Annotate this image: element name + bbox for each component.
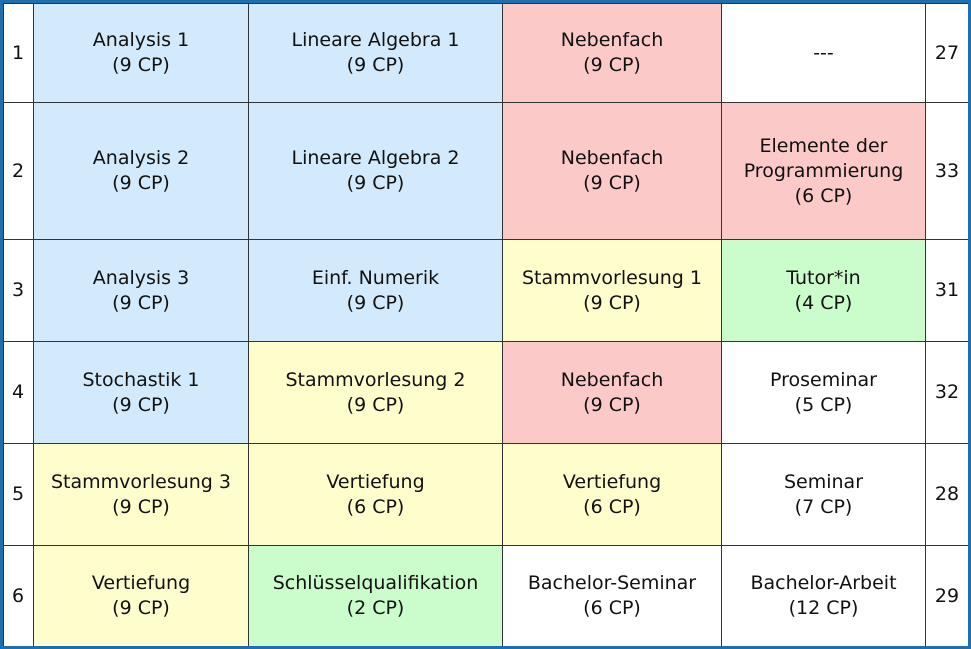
module-cell: Lineare Algebra 2 (9 CP)	[248, 102, 503, 240]
module-title: Nebenfach	[560, 368, 664, 391]
module-credits: (9 CP)	[583, 393, 641, 416]
module-title: Nebenfach	[560, 29, 664, 51]
module-cell: Seminar (7 CP)	[721, 443, 926, 546]
module-title: Seminar	[783, 470, 864, 493]
semester-total-cp: 32	[925, 341, 968, 444]
semester-row-3: 3 Analysis 3 (9 CP) Einf. Numerik (9 CP)…	[3, 239, 968, 342]
empty-placeholder: ---	[813, 41, 834, 64]
semester-number: 4	[3, 341, 34, 444]
module-credits: (7 CP)	[794, 495, 853, 518]
semester-number: 6	[3, 545, 34, 646]
module-cell: Vertiefung (9 CP)	[33, 545, 249, 646]
module-title: Vertiefung	[91, 572, 191, 594]
module-title: Lineare Algebra 2	[291, 147, 460, 169]
semester-row-5: 5 Stammvorlesung 3 (9 CP) Vertiefung (6 …	[3, 443, 968, 546]
module-credits: (6 CP)	[583, 495, 641, 518]
module-credits: (5 CP)	[794, 393, 853, 416]
module-cell: Nebenfach (9 CP)	[502, 341, 722, 444]
module-credits: (9 CP)	[583, 291, 641, 314]
semester-number: 3	[3, 239, 34, 342]
module-cell: Bachelor-Seminar (6 CP)	[502, 545, 722, 646]
module-title: Analysis 3	[92, 266, 190, 289]
module-cell: Analysis 3 (9 CP)	[33, 239, 249, 342]
module-credits: (2 CP)	[346, 597, 405, 619]
module-title: Einf. Numerik	[311, 266, 440, 289]
module-title-continued: Programmierung	[743, 159, 904, 182]
module-title: Bachelor-Arbeit	[750, 572, 897, 594]
module-credits: (9 CP)	[346, 54, 405, 76]
semester-row-4: 4 Stochastik 1 (9 CP) Stammvorlesung 2 (…	[3, 341, 968, 444]
semester-total-cp: 33	[925, 102, 968, 240]
module-title: Bachelor-Seminar	[527, 572, 697, 594]
semester-row-2: 2 Analysis 2 (9 CP) Lineare Algebra 2 (9…	[3, 102, 968, 240]
module-credits: (9 CP)	[583, 54, 641, 76]
module-title: Stammvorlesung 1	[522, 266, 702, 289]
module-cell: Stammvorlesung 3 (9 CP)	[33, 443, 249, 546]
module-cell: Tutor*in (4 CP)	[721, 239, 926, 342]
semester-row-6: 6 Vertiefung (9 CP) Schlüsselqualifikati…	[3, 545, 968, 646]
semester-number: 5	[3, 443, 34, 546]
module-cell: Stochastik 1 (9 CP)	[33, 341, 249, 444]
module-cell: Nebenfach (9 CP)	[502, 3, 722, 103]
module-credits: (6 CP)	[794, 184, 853, 207]
module-title: Schlüsselqualifikation	[272, 572, 479, 594]
module-title: Analysis 2	[92, 147, 190, 169]
module-credits: (12 CP)	[788, 597, 859, 619]
semester-row-1: 1 Analysis 1 (9 CP) Lineare Algebra 1 (9…	[3, 3, 968, 103]
module-credits: (9 CP)	[346, 172, 405, 194]
module-title: Stammvorlesung 3	[51, 470, 231, 493]
module-credits: (9 CP)	[346, 393, 405, 416]
module-credits: (9 CP)	[112, 291, 170, 314]
module-cell: Vertiefung (6 CP)	[248, 443, 503, 546]
semester-number: 2	[3, 102, 34, 240]
module-credits: (9 CP)	[112, 54, 170, 76]
module-cell: Stammvorlesung 1 (9 CP)	[502, 239, 722, 342]
module-cell: Bachelor-Arbeit (12 CP)	[721, 545, 926, 646]
module-title: Analysis 1	[92, 29, 190, 51]
module-title: Tutor*in	[786, 266, 861, 289]
module-title: Nebenfach	[560, 147, 664, 169]
module-title: Lineare Algebra 1	[291, 29, 460, 51]
module-credits: (9 CP)	[112, 597, 170, 619]
semester-total-cp: 28	[925, 443, 968, 546]
module-cell: Schlüsselqualifikation (2 CP)	[248, 545, 503, 646]
module-credits: (9 CP)	[112, 495, 170, 518]
module-credits: (6 CP)	[583, 597, 641, 619]
module-credits: (9 CP)	[112, 393, 170, 416]
module-cell: Proseminar (5 CP)	[721, 341, 926, 444]
module-cell: Nebenfach (9 CP)	[502, 102, 722, 240]
module-credits: (6 CP)	[346, 495, 405, 518]
module-cell: Lineare Algebra 1 (9 CP)	[248, 3, 503, 103]
study-plan-table: 1 Analysis 1 (9 CP) Lineare Algebra 1 (9…	[3, 3, 968, 646]
module-cell: Einf. Numerik (9 CP)	[248, 239, 503, 342]
module-credits: (4 CP)	[794, 291, 853, 314]
module-cell: Elemente der Programmierung (6 CP)	[721, 102, 926, 240]
module-title: Stochastik 1	[82, 368, 200, 391]
semester-number: 1	[3, 3, 34, 103]
module-cell: Stammvorlesung 2 (9 CP)	[248, 341, 503, 444]
module-title: Elemente der	[759, 134, 888, 157]
module-credits: (9 CP)	[346, 291, 405, 314]
module-cell: Analysis 2 (9 CP)	[33, 102, 249, 240]
module-credits: (9 CP)	[112, 172, 170, 194]
module-cell-empty: ---	[721, 3, 926, 103]
module-cell: Vertiefung (6 CP)	[502, 443, 722, 546]
module-cell: Analysis 1 (9 CP)	[33, 3, 249, 103]
module-title: Vertiefung	[326, 470, 425, 493]
module-title: Vertiefung	[562, 470, 662, 493]
module-title: Stammvorlesung 2	[285, 368, 466, 391]
semester-total-cp: 27	[925, 3, 968, 103]
semester-total-cp: 31	[925, 239, 968, 342]
module-credits: (9 CP)	[583, 172, 641, 194]
module-title: Proseminar	[769, 368, 877, 391]
semester-total-cp: 29	[925, 545, 968, 646]
